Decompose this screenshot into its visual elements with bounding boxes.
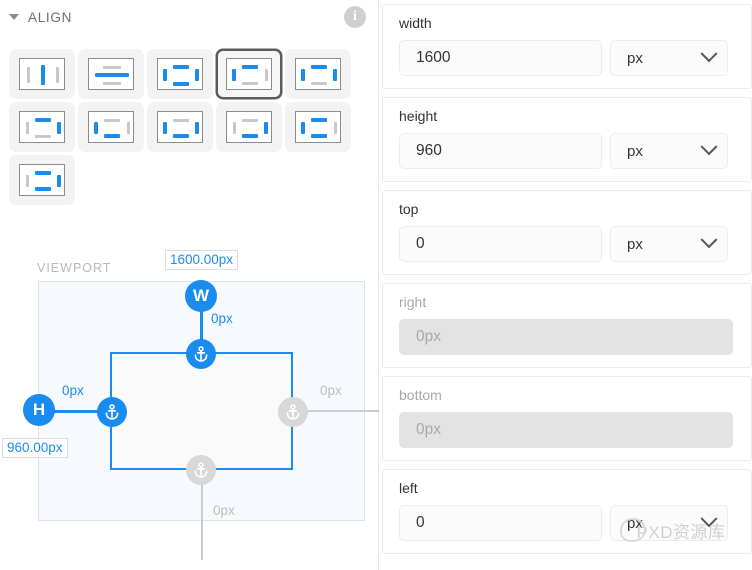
constraint-line-left-seg <box>48 410 112 413</box>
align-option-center-vertical[interactable] <box>9 49 75 99</box>
properties-panel: width 1600 px height 960 px top <box>379 0 752 570</box>
field-left: left 0 px <box>382 469 752 554</box>
anchor-icon <box>194 462 208 478</box>
field-right: right 0px <box>382 283 752 368</box>
field-label-width: width <box>399 15 432 31</box>
height-unit-value: px <box>627 142 643 160</box>
height-handle-badge[interactable]: H <box>23 394 55 426</box>
anchor-bottom[interactable] <box>186 455 216 485</box>
field-height: height 960 px <box>382 97 752 182</box>
gap-label-bottom: 0px <box>213 503 235 518</box>
align-icon-top-left <box>226 58 272 90</box>
width-input[interactable]: 1600 <box>399 40 602 76</box>
field-label-height: height <box>399 108 438 124</box>
constraint-line-top <box>200 311 203 354</box>
height-unit-select[interactable]: px <box>610 133 728 169</box>
field-width: width 1600 px <box>382 4 752 89</box>
align-icon-center-vertical <box>19 58 65 90</box>
align-icon-all-sides <box>157 58 203 90</box>
chevron-down-icon <box>700 231 718 249</box>
height-handle-label: H <box>32 400 46 419</box>
info-icon[interactable]: i <box>344 6 366 28</box>
constraint-line-right <box>293 410 379 412</box>
align-option-left-right-bottom[interactable] <box>147 102 213 152</box>
anchor-left[interactable] <box>97 397 127 427</box>
align-preset-grid <box>9 49 369 205</box>
align-icon-top-left-bottom-alt <box>19 164 65 196</box>
align-icon-left-bottom <box>88 111 134 143</box>
align-icon-top-left-right <box>295 58 341 90</box>
field-label-left: left <box>399 480 418 496</box>
constraint-line-bottom <box>201 470 203 560</box>
align-panel: ALIGN i <box>0 0 379 570</box>
align-option-top-left-bottom[interactable] <box>285 102 351 152</box>
gap-label-right: 0px <box>320 383 342 398</box>
field-label-right: right <box>399 294 427 310</box>
align-icon-center-horizontal <box>88 58 134 90</box>
align-option-top-left-right[interactable] <box>285 49 351 99</box>
page-title: ALIGN <box>28 9 73 25</box>
top-input[interactable]: 0 <box>399 226 602 262</box>
anchor-right[interactable] <box>278 397 308 427</box>
triangle-down-icon[interactable] <box>9 14 19 20</box>
bottom-input: 0px <box>399 412 733 448</box>
align-option-right-bottom[interactable] <box>216 102 282 152</box>
chevron-down-icon <box>700 45 718 63</box>
width-unit-value: px <box>627 49 643 67</box>
viewport-label: VIEWPORT <box>37 261 112 275</box>
width-handle-badge[interactable]: W <box>185 280 217 312</box>
right-input: 0px <box>399 319 733 355</box>
element-bounds <box>110 352 293 470</box>
top-unit-value: px <box>627 235 643 253</box>
align-option-top-right-bottom[interactable] <box>9 102 75 152</box>
align-section-header[interactable]: ALIGN <box>0 0 379 34</box>
align-icon-right-bottom <box>226 111 272 143</box>
align-icon-top-right-bottom <box>19 111 65 143</box>
align-option-left-bottom[interactable] <box>78 102 144 152</box>
width-unit-select[interactable]: px <box>610 40 728 76</box>
align-option-all-sides[interactable] <box>147 49 213 99</box>
align-option-top-left[interactable] <box>216 49 282 99</box>
field-bottom: bottom 0px <box>382 376 752 461</box>
width-handle-label: W <box>192 286 210 305</box>
info-icon-glyph: i <box>353 9 357 24</box>
left-unit-select[interactable]: px <box>610 505 728 541</box>
left-input[interactable]: 0 <box>399 505 602 541</box>
chevron-down-icon <box>700 510 718 528</box>
gap-label-left: 0px <box>62 383 84 398</box>
field-label-bottom: bottom <box>399 387 442 403</box>
gap-label-top: 0px <box>211 311 233 326</box>
height-input[interactable]: 960 <box>399 133 602 169</box>
align-option-center-horizontal[interactable] <box>78 49 144 99</box>
anchor-icon <box>105 404 119 420</box>
viewport-diagram: VIEWPORT W 1600.00px H 960.00px <box>0 238 379 570</box>
field-top: top 0 px <box>382 190 752 275</box>
anchor-top[interactable] <box>186 339 216 369</box>
left-unit-value: px <box>627 514 643 532</box>
anchor-icon <box>286 404 300 420</box>
align-icon-top-left-bottom <box>295 111 341 143</box>
anchor-icon <box>194 346 208 362</box>
chevron-down-icon <box>700 138 718 156</box>
field-label-top: top <box>399 201 419 217</box>
height-dimension-chip: 960.00px <box>2 438 68 458</box>
align-icon-left-right-bottom <box>157 111 203 143</box>
top-unit-select[interactable]: px <box>610 226 728 262</box>
width-dimension-chip: 1600.00px <box>165 250 239 270</box>
align-option-top-left-bottom-alt[interactable] <box>9 155 75 205</box>
